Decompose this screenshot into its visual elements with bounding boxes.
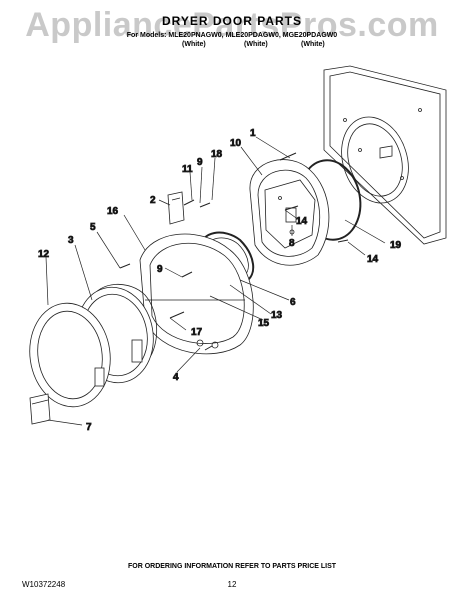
document-id: W10372248 — [22, 580, 66, 589]
callout-17: 17 — [191, 327, 203, 338]
callout-7: 7 — [86, 422, 92, 433]
callout-8: 8 — [289, 238, 295, 249]
callout-labels: 1 2 3 4 5 6 7 8 9 9 10 11 12 13 14 14 15… — [38, 128, 402, 434]
callout-3: 3 — [68, 235, 74, 246]
page-number: 12 — [227, 580, 237, 589]
page-title: DRYER DOOR PARTS — [161, 14, 302, 28]
callout-11: 11 — [182, 164, 193, 175]
cabinet-front-panel — [323, 65, 447, 245]
door-handle-part — [29, 393, 51, 425]
callout-6: 6 — [290, 297, 296, 308]
callout-2: 2 — [150, 195, 156, 206]
callout-15: 15 — [258, 318, 270, 329]
callout-4: 4 — [173, 372, 179, 383]
leader-lines — [45, 136, 386, 426]
callout-19: 19 — [390, 240, 402, 251]
callout-14-right: 14 — [367, 254, 379, 265]
callout-13: 13 — [271, 310, 283, 321]
color-label-3: (White) — [301, 41, 325, 48]
callout-12: 12 — [38, 249, 50, 260]
door-outer-panel-part — [29, 302, 111, 408]
callout-16: 16 — [107, 206, 119, 217]
door-frame-part — [139, 233, 254, 355]
model-list: For Models: MLE20PNAGW0, MLE20PDAGW0, MG… — [126, 32, 338, 39]
callout-5: 5 — [90, 222, 96, 233]
color-label-2: (White) — [244, 41, 268, 48]
callout-9-mid: 9 — [157, 264, 163, 275]
callout-1: 1 — [250, 128, 256, 139]
callout-14-upper: 14 — [296, 216, 308, 227]
watermark-text: AppliancePartsPros.com — [25, 6, 439, 44]
callout-9-top: 9 — [197, 157, 203, 168]
door-latch-part — [167, 191, 185, 225]
color-label-1: (White) — [182, 41, 206, 48]
callout-10: 10 — [230, 138, 242, 149]
screws — [119, 152, 349, 351]
inner-door-part — [249, 159, 330, 266]
callout-18: 18 — [211, 149, 223, 160]
ordering-info: FOR ORDERING INFORMATION REFER TO PARTS … — [127, 563, 337, 570]
